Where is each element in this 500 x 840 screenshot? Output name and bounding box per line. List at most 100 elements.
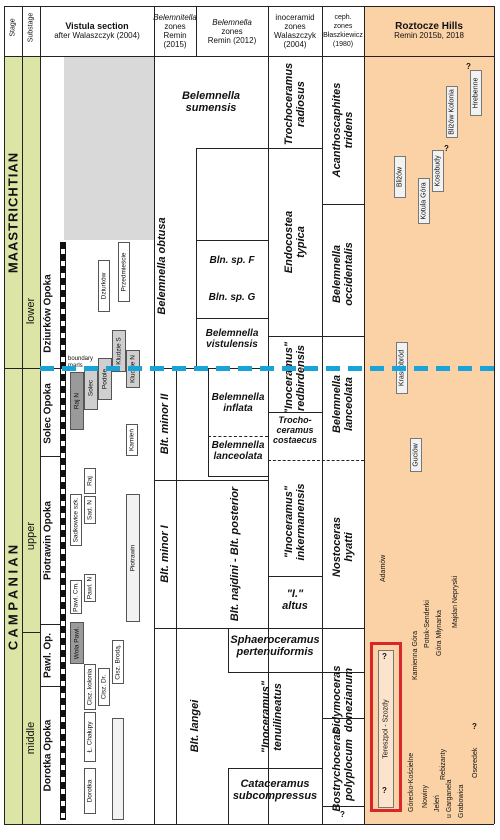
stage-maastrichtian: MAASTRICHTIAN [5, 151, 21, 274]
loc-sadkowice: Sadkowice szk. [70, 494, 82, 546]
unit-dziurkow: Dziurków Opoka [42, 274, 54, 353]
col-sep-8 [494, 6, 495, 824]
bz-vert-1 [176, 368, 177, 824]
zone-minor2: Blt. minor II [159, 393, 171, 455]
loc-gorecko: Górecko-Kościelne [408, 752, 415, 812]
header-belemnitella-sub1: zones [164, 22, 186, 31]
header-belemnella-sub1: zones [221, 26, 243, 36]
loc-dorotka-bar [112, 718, 124, 820]
header-roztocze-sub: Remin 2015b, 2018 [394, 31, 464, 40]
col-sep-3 [154, 6, 155, 824]
header-belemnitella-sub2: Remin (2015) [163, 31, 187, 49]
header-vistula-title: Vistula section [65, 21, 129, 31]
substage-middle: middle [25, 721, 37, 755]
loc-raj-n: Raj N [70, 372, 84, 430]
q-oseredek: ? [472, 722, 477, 731]
loc-oseredek: Oseredek [472, 747, 479, 778]
loc-dziurkow: Dziurków [98, 260, 110, 312]
header-bottom-line [4, 56, 494, 57]
zone-minor1: Blt. minor I [159, 525, 171, 583]
zone-langei: Blt. langei [189, 699, 201, 753]
unit-piotrawin: Piotrawin Opoka [42, 501, 54, 580]
header-ceph: ceph. zones Błaszkiewicz (1980) [322, 6, 364, 56]
loc-l-chalupy: Ł. Chałupy [84, 712, 96, 762]
loc-tereszpol: Tereszpol - Szozdy [378, 650, 394, 808]
zone-polyplocum: Bostrychoceras polyplocum [331, 728, 355, 812]
header-vistula: Vistula section after Walaszczyk (2004) [40, 6, 154, 56]
bl-line-2 [196, 318, 268, 319]
unit-dorotka: Dorotka Opoka [42, 719, 54, 792]
in-line-6 [228, 672, 364, 673]
vistula-gray-area [64, 56, 154, 240]
zone-inflata: Belemnella inflata [211, 392, 265, 414]
loc-pawl-cm: Pawl. Cm. [70, 580, 82, 614]
col-sep-2 [40, 6, 41, 824]
ce-line-1 [322, 204, 364, 205]
loc-raj: Raj [84, 468, 96, 494]
header-inoceramid-sub3: (2004) [283, 40, 307, 49]
loc-nowiny: Nowiny [422, 785, 429, 808]
loc-gora-mlynarka: Góra Młynarka [436, 610, 443, 656]
bz-line-2 [154, 480, 268, 481]
ceph-question: ? [340, 810, 345, 819]
zone-inkermanensis: "Inoceramus" inkermanensis [283, 483, 307, 561]
in-line-3 [268, 412, 322, 413]
zone-acanthoscaphites: Acanthoscaphites tridens [331, 82, 355, 178]
bl-line-3 [208, 436, 268, 438]
loc-grabowica: Grabowica [458, 784, 465, 818]
substage-lower: lower [25, 297, 37, 325]
zone-sumensis: Belemnella sumensis [154, 90, 268, 114]
header-inoceramid-title: inoceramid [275, 13, 315, 22]
stage-campanian: C A M P A N I A N [5, 544, 21, 651]
stage-boundary [4, 368, 40, 369]
q-tereszpol-bot: ? [382, 786, 387, 795]
col-sep-6 [322, 6, 323, 824]
in-line-2 [268, 336, 322, 337]
loc-hrebenne: Hrebenne [470, 70, 482, 116]
ce-line-3 [322, 718, 364, 719]
ce-line-4 [322, 806, 364, 807]
bl-line-top [196, 148, 268, 149]
loc-przedmiescie: Przedmieście [118, 242, 130, 302]
loc-potok-senderki: Potok-Senderki [424, 600, 431, 648]
loc-pawl-n: Pawl. N [84, 574, 96, 602]
loc-cisz-kolonia: Cisz. kolonia [84, 664, 96, 710]
zone-cataceramus: Cataceramus subcompressus [232, 778, 318, 802]
loc-jelen: Jeleń [434, 795, 441, 812]
loc-cisz-brod: Cisz. Brodą. [112, 640, 124, 684]
bl-line-1 [196, 240, 268, 241]
substage-upper: upper [25, 521, 37, 551]
loc-sad-n: Sad. N [84, 496, 96, 524]
in-line-4 [268, 460, 364, 462]
loc-cisz-dr: Cisz. Dr. [98, 668, 110, 706]
zone-occidentalis: Belemnella occidentalis [331, 242, 355, 306]
ce-line-2 [322, 336, 364, 337]
header-belemnella-title: Belemnella [212, 17, 252, 27]
header-roztocze-title: Roztocze Hills [395, 21, 463, 32]
zone-costaecus: Trocho- ceramus costaecus [272, 415, 318, 445]
q-hrebenne: ? [466, 62, 471, 71]
zone-tenuilineatus: "Inoceramus" tenuilineatus [260, 680, 284, 754]
zone-sumensis-text: Belemnella sumensis [181, 90, 241, 114]
zone-altus: "I." altus [282, 588, 308, 612]
loc-adamow: Adamów [380, 554, 387, 582]
loc-majdan: Majdan Nepryski [452, 575, 459, 628]
loc-kosobudy: Kosobudy [432, 150, 444, 192]
col-sep-1 [22, 6, 23, 824]
top-border [4, 6, 494, 7]
loc-dorotka: Dorotka [84, 768, 96, 814]
col-sep-5 [268, 6, 269, 824]
header-substage: Substage [27, 12, 35, 43]
section-scale-bar [60, 242, 66, 820]
zone-obtusa: Belemnella obtusa [156, 217, 168, 315]
zone-najdini: Blt. najdini - Blt. posterior [229, 486, 241, 622]
loc-u-garganela: u Garganela [446, 779, 453, 818]
q-bizow-kolonia: ? [444, 144, 449, 153]
loc-wola-pawl: Wola Pawl. [70, 622, 84, 664]
zone-lanceolata-bl: Belemnella lanceolata [211, 440, 265, 462]
loc-guciow: Guciów [410, 438, 422, 472]
campanian-maastrichtian-boundary [40, 366, 494, 371]
header-vistula-sub: after Walaszczyk (2004) [54, 31, 140, 40]
zone-endocostea: Endocostea typica [283, 210, 307, 274]
header-belemnella-sub2: Remin (2012) [207, 35, 257, 45]
